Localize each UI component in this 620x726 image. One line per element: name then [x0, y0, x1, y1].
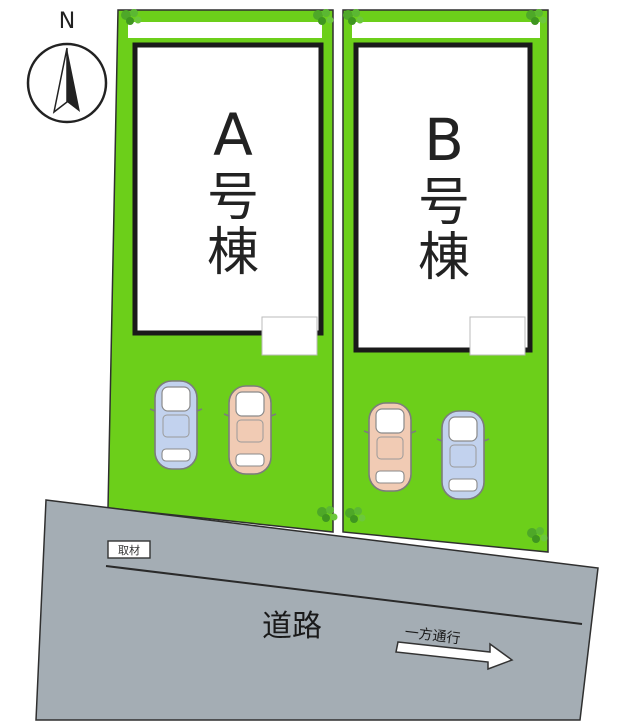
compass-north-label: N [59, 9, 75, 34]
house-a-porch [261, 316, 318, 356]
compass: N [26, 9, 108, 124]
car-b-peach [363, 402, 417, 492]
house-a-label-letter: A [213, 101, 253, 169]
road-marker-label: 取材 [118, 543, 140, 557]
road-edge-line [105, 565, 583, 625]
road-marker [107, 540, 151, 559]
road-name: 道路 [262, 609, 322, 644]
one-way-indicator: 一方通行 [395, 625, 514, 671]
one-way-label: 一方通行 [404, 625, 462, 648]
house-b-label-to: 棟 [418, 228, 470, 288]
house-a-label-to: 棟 [207, 223, 259, 283]
house-a-label-go: 号 [207, 168, 259, 228]
car-a-peach [223, 385, 277, 475]
house-b-porch [469, 316, 526, 356]
road-surface [35, 499, 599, 721]
lot-a: A 号 棟 [107, 9, 338, 533]
car-b-blue [436, 410, 490, 500]
house-a [132, 42, 324, 336]
lot-b: B 号 棟 [342, 9, 549, 553]
one-way-arrow-icon [395, 641, 514, 671]
car-a-blue [149, 380, 203, 470]
road: 取材 道路 一方通行 [35, 499, 599, 721]
house-b [353, 42, 533, 353]
house-b-label-letter: B [424, 106, 464, 174]
house-b-label-go: 号 [418, 173, 470, 233]
